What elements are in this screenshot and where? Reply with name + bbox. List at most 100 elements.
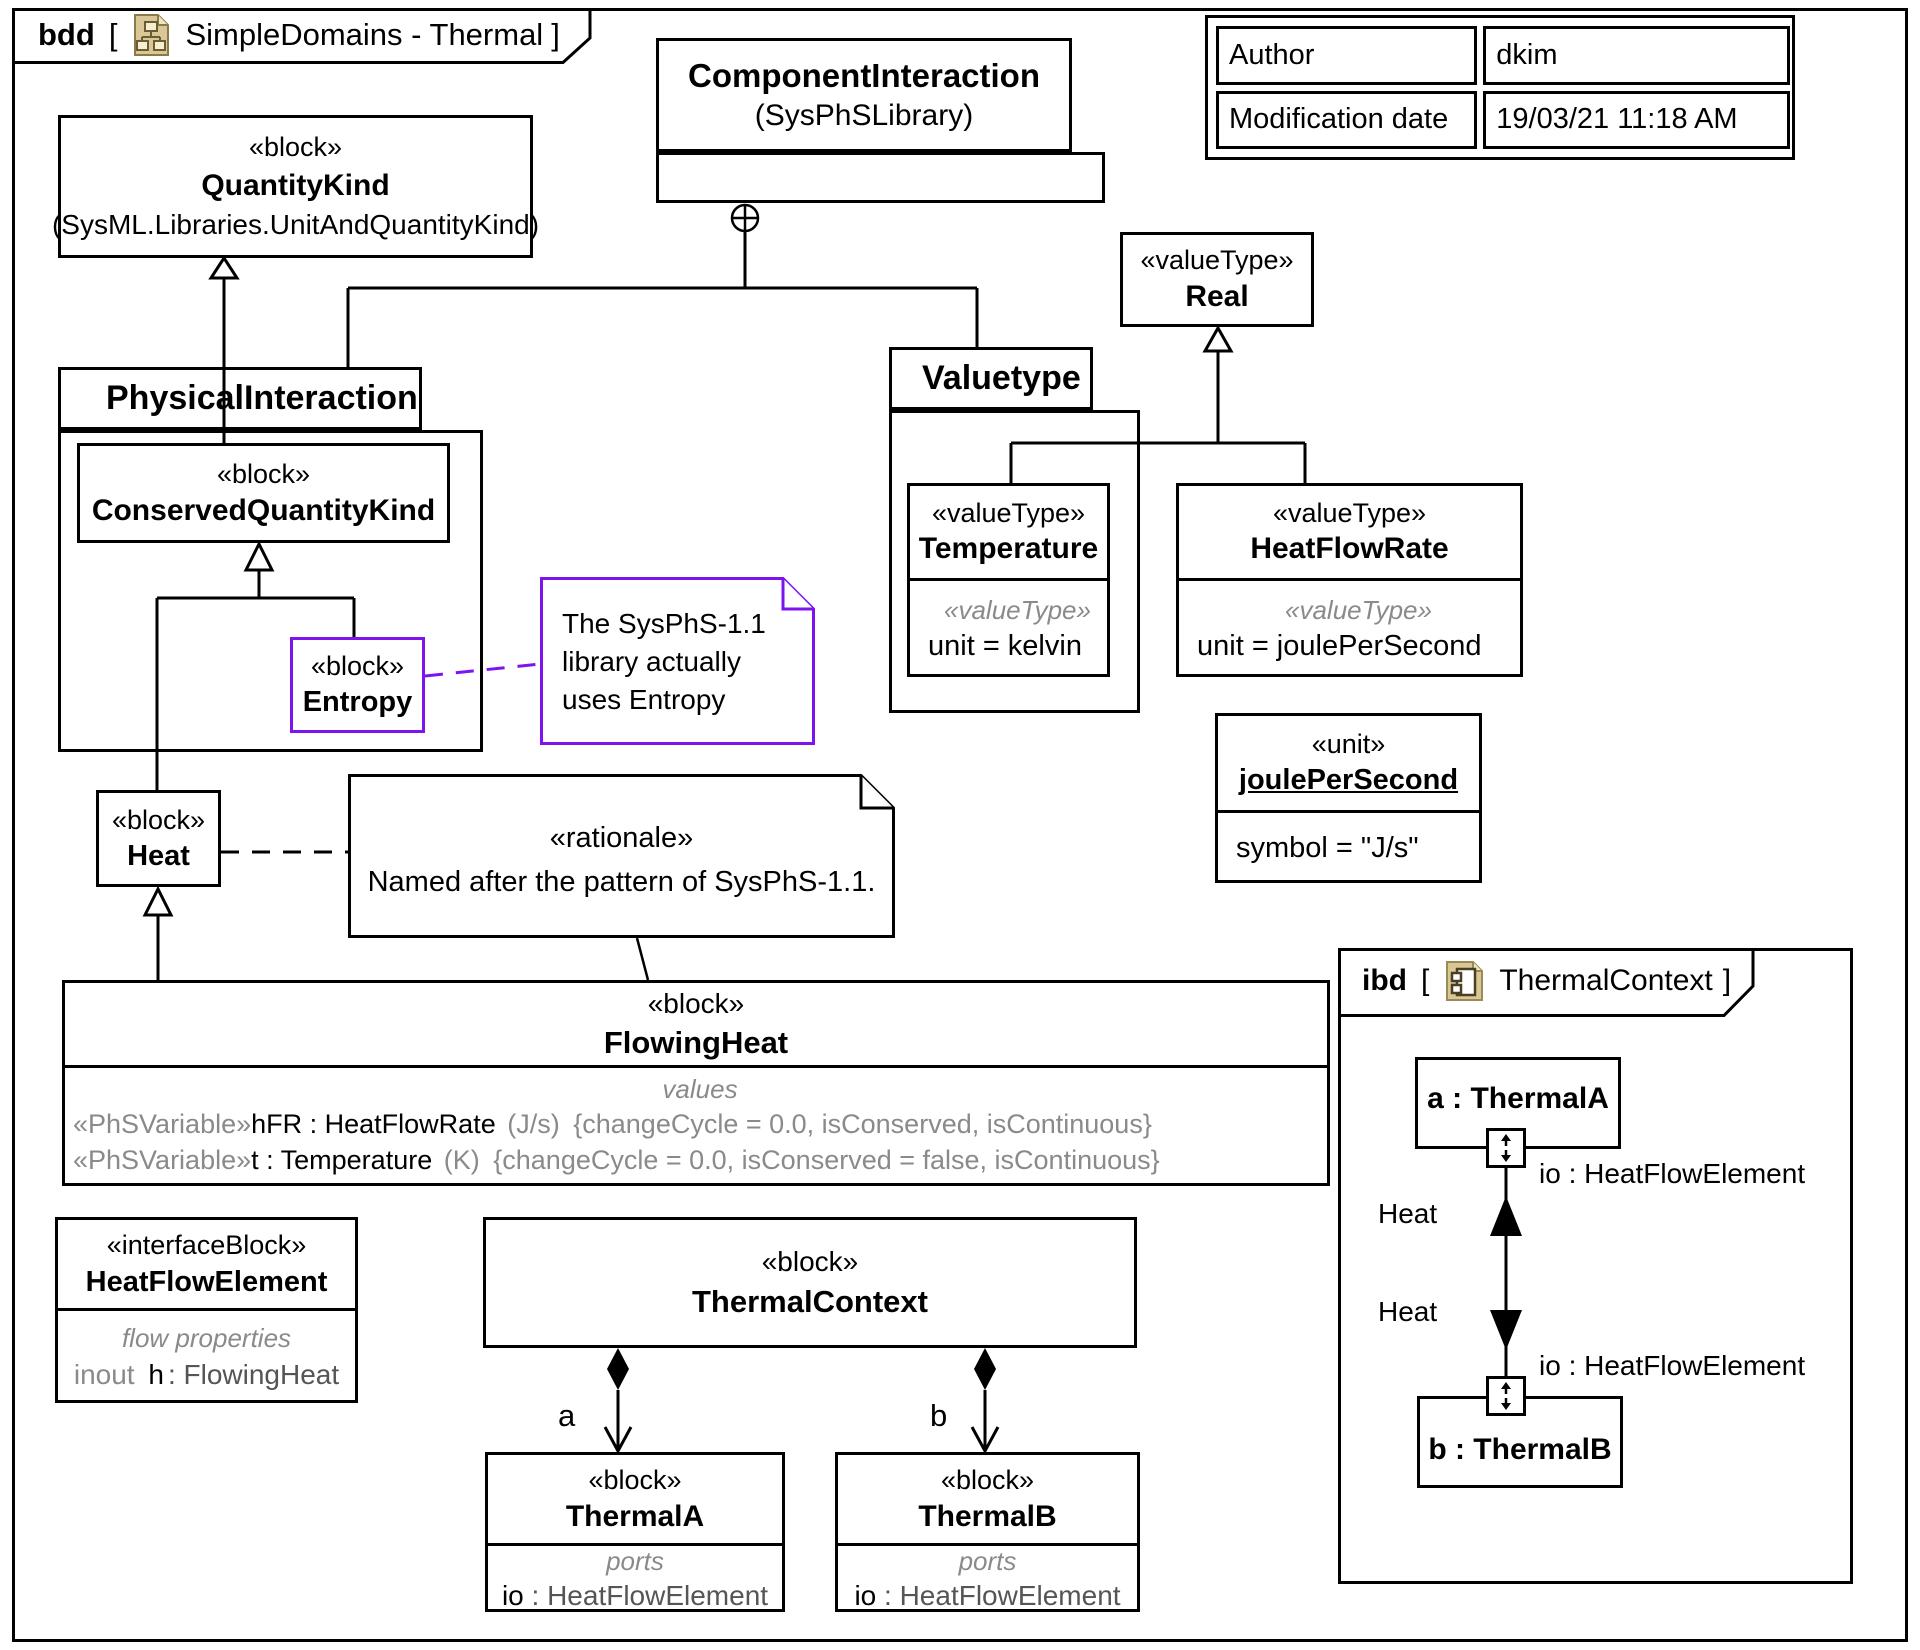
temperature-comp-stereotype: «valueType»: [944, 595, 1091, 625]
ibd-port-io-b[interactable]: [1486, 1376, 1526, 1416]
componentinteraction-name: ComponentInteraction: [688, 57, 1040, 94]
modification-date-value-cell: 19/03/21 11:18 AM: [1483, 90, 1790, 149]
flowingheat-values-label: values: [662, 1074, 738, 1104]
thermala-name: ThermalA: [565, 1499, 705, 1533]
quantitykind-name: QuantityKind: [201, 169, 390, 202]
ibd-close-bracket: ]: [1722, 964, 1732, 997]
real-stereotype: «valueType»: [1140, 245, 1294, 275]
physicalinteraction-name: PhysicalInteraction: [106, 379, 418, 417]
bdd-diagram-name: SimpleDomains - Thermal: [185, 17, 544, 52]
joulepersecond-symbol-value: symbol = "J/s": [1236, 831, 1419, 864]
block-temperature[interactable]: «valueType» Temperature «valueType» unit…: [907, 483, 1110, 677]
quantitykind-library: (SysML.Libraries.UnitAndQuantityKind): [51, 209, 540, 240]
rationale-note[interactable]: «rationale» Named after the pattern of S…: [348, 774, 895, 938]
ibd-open-bracket: [: [1421, 964, 1430, 997]
ibd-frame-tab[interactable]: ibd [ ThermalContext ]: [1338, 948, 1755, 1017]
joulepersecond-stereotype: «unit»: [1311, 729, 1386, 759]
block-entropy[interactable]: «block» Entropy: [290, 637, 425, 733]
heatflowelement-name: HeatFlowElement: [85, 1265, 328, 1298]
quantitykind-stereotype: «block»: [248, 132, 343, 162]
modification-date-label-cell: Modification date: [1216, 90, 1478, 149]
block-physicalinteraction-title[interactable]: PhysicalInteraction: [58, 367, 422, 430]
ibd-frame-tab-shape: [1338, 948, 1755, 1017]
thermala-ports-label: ports: [606, 1546, 664, 1576]
componentinteraction-body-compartment: [656, 152, 1105, 203]
composition-b-role-label: b: [930, 1398, 948, 1433]
block-flowingheat[interactable]: «block» FlowingHeat values «PhSVariable»…: [62, 980, 1330, 1186]
block-componentinteraction[interactable]: ComponentInteraction (SysPhSLibrary): [656, 38, 1072, 152]
bdd-open-bracket: [: [108, 17, 118, 52]
componentinteraction-library: (SysPhSLibrary): [754, 99, 974, 132]
ibd-port-io-a[interactable]: [1486, 1128, 1526, 1168]
ibd-flow-heat-up-label: Heat: [1378, 1198, 1438, 1229]
thermalb-stereotype: «block»: [940, 1464, 1035, 1495]
author-label-cell: Author: [1216, 26, 1478, 85]
heatflowrate-stereotype: «valueType»: [1272, 498, 1427, 528]
thermalcontext-name: ThermalContext: [692, 1283, 928, 1319]
ibd-part-b-name: b : ThermalB: [1428, 1433, 1612, 1466]
block-valuetype-title[interactable]: Valuetype: [889, 347, 1093, 410]
ibd-diagram-name: ThermalContext: [1499, 964, 1713, 997]
conservedquantitykind-name: ConservedQuantityKind: [91, 493, 436, 527]
joulepersecond-name: joulePerSecond: [1238, 764, 1459, 796]
entropy-note-line2: library actually: [562, 646, 741, 677]
rationale-stereotype: «rationale»: [549, 822, 694, 854]
rationale-note-shape: [348, 774, 895, 938]
composition-a-role-label: a: [558, 1398, 576, 1433]
flowingheat-name: FlowingHeat: [603, 1024, 789, 1060]
block-heat[interactable]: «block» Heat: [96, 790, 221, 887]
thermalb-port-property: io : HeatFlowElement: [854, 1580, 1121, 1611]
entropy-note[interactable]: The SysPhS-1.1 library actually uses Ent…: [540, 577, 815, 745]
entropy-note-line1: The SysPhS-1.1: [562, 608, 766, 639]
entropy-stereotype: «block»: [310, 651, 405, 681]
diagram-info-table: Author dkim Modification date 19/03/21 1…: [1205, 15, 1795, 160]
block-real[interactable]: «valueType» Real: [1120, 232, 1314, 327]
ibd-port-b-label: io : HeatFlowElement: [1539, 1350, 1806, 1381]
flowingheat-property-hfr: «PhSVariable»hFR : HeatFlowRate (J/s) {c…: [73, 1109, 1152, 1139]
block-thermalb[interactable]: «block» ThermalB ports io : HeatFlowElem…: [835, 1452, 1140, 1612]
thermalcontext-stereotype: «block»: [761, 1245, 859, 1277]
heatflowrate-name: HeatFlowRate: [1250, 532, 1449, 565]
block-thermalcontext[interactable]: «block» ThermalContext: [483, 1217, 1137, 1348]
block-quantitykind[interactable]: «block» QuantityKind (SysML.Libraries.Un…: [52, 115, 539, 258]
thermalb-name: ThermalB: [918, 1499, 1057, 1533]
thermala-port-property: io : HeatFlowElement: [501, 1580, 769, 1611]
ibd-port-a-label: io : HeatFlowElement: [1539, 1158, 1806, 1189]
diagram-frame-border: [12, 8, 1908, 1642]
entropy-name: Entropy: [302, 686, 413, 718]
temperature-stereotype: «valueType»: [931, 498, 1086, 528]
temperature-unit-value: unit = kelvin: [928, 630, 1082, 662]
block-heatflowrate[interactable]: «valueType» HeatFlowRate «valueType» uni…: [1176, 483, 1523, 677]
ibd-part-a-name: a : ThermalA: [1427, 1082, 1609, 1115]
real-name: Real: [1185, 280, 1249, 313]
bdd-kind-label: bdd: [38, 17, 95, 52]
bdd-frame-tab[interactable]: bdd [ SimpleDomains - Thermal ]: [12, 8, 592, 64]
block-heatflowelement[interactable]: «interfaceBlock» HeatFlowElement flow pr…: [55, 1217, 358, 1403]
valuetype-name: Valuetype: [922, 359, 1081, 397]
heatflowelement-stereotype: «interfaceBlock»: [106, 1229, 307, 1260]
heat-name: Heat: [127, 839, 190, 872]
temperature-name: Temperature: [918, 532, 1099, 565]
block-thermala[interactable]: «block» ThermalA ports io : HeatFlowElem…: [485, 1452, 785, 1612]
bdd-diagram-icon: [131, 13, 171, 57]
ibd-flow-heat-down-label: Heat: [1378, 1296, 1438, 1327]
ibd-frame-border: [1338, 948, 1853, 1584]
author-value-cell: dkim: [1483, 26, 1790, 85]
thermalb-ports-label: ports: [958, 1546, 1017, 1576]
rationale-text: Named after the pattern of SysPhS-1.1.: [367, 866, 876, 898]
ibd-kind-label: ibd: [1362, 964, 1407, 997]
flowingheat-property-t: «PhSVariable»t : Temperature (K) {change…: [73, 1145, 1160, 1175]
thermala-stereotype: «block»: [588, 1464, 682, 1495]
flowingheat-stereotype: «block»: [647, 987, 745, 1019]
heat-stereotype: «block»: [111, 804, 206, 835]
heatflowrate-comp-stereotype: «valueType»: [1285, 595, 1432, 625]
bdd-close-bracket: ]: [551, 17, 560, 52]
conservedquantitykind-stereotype: «block»: [216, 458, 311, 489]
ibd-diagram-icon: [1443, 959, 1485, 1003]
block-joulepersecond[interactable]: «unit» joulePerSecond symbol = "J/s": [1215, 713, 1482, 883]
entropy-note-line3: uses Entropy: [562, 684, 726, 715]
block-conservedquantitykind[interactable]: «block» ConservedQuantityKind: [77, 443, 450, 543]
heatflowelement-flowproperties-label: flow properties: [121, 1323, 292, 1353]
entropy-note-shape: [540, 577, 815, 745]
